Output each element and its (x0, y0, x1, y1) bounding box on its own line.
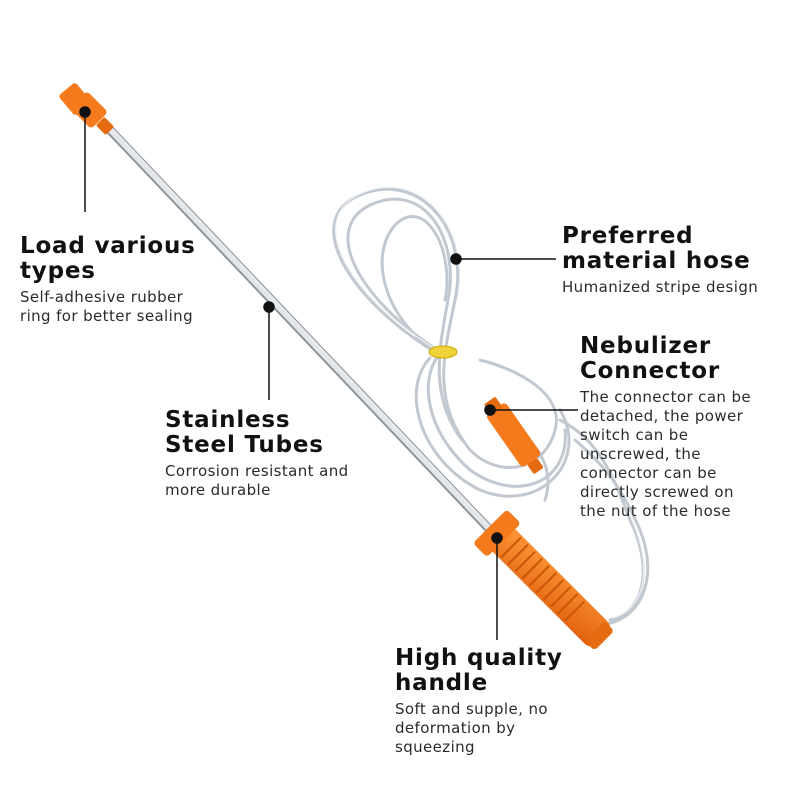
callout-description: Self-adhesive rubber ring for better sea… (20, 288, 193, 325)
callout-description: Humanized stripe design (562, 278, 759, 296)
callout-high-quality-handle: High quality handle Soft and supple, no … (395, 646, 635, 757)
callout-description: The connector can be detached, the power… (580, 388, 752, 520)
callout-leaders (79, 106, 578, 640)
callout-title: Preferred material hose (562, 223, 751, 274)
callout-load-various-types: Load various types Self-adhesive rubber … (20, 234, 240, 326)
callout-nebulizer-connector: Nebulizer Connector The connector can be… (580, 334, 798, 521)
callout-title: Load various types (20, 233, 196, 284)
callout-description: Soft and supple, no deformation by squee… (395, 700, 548, 756)
cable-tie (428, 345, 458, 359)
hose-highlight (335, 186, 645, 619)
steel-tube (105, 125, 495, 535)
handle (474, 510, 613, 650)
callout-title: Nebulizer Connector (580, 333, 721, 384)
callout-stainless-steel-tubes: Stainless Steel Tubes Corrosion resistan… (165, 408, 395, 500)
callout-preferred-material-hose: Preferred material hose Humanized stripe… (562, 224, 798, 297)
callout-description: Corrosion resistant and more durable (165, 462, 349, 499)
callout-title: High quality handle (395, 645, 563, 696)
callout-title: Stainless Steel Tubes (165, 407, 324, 458)
